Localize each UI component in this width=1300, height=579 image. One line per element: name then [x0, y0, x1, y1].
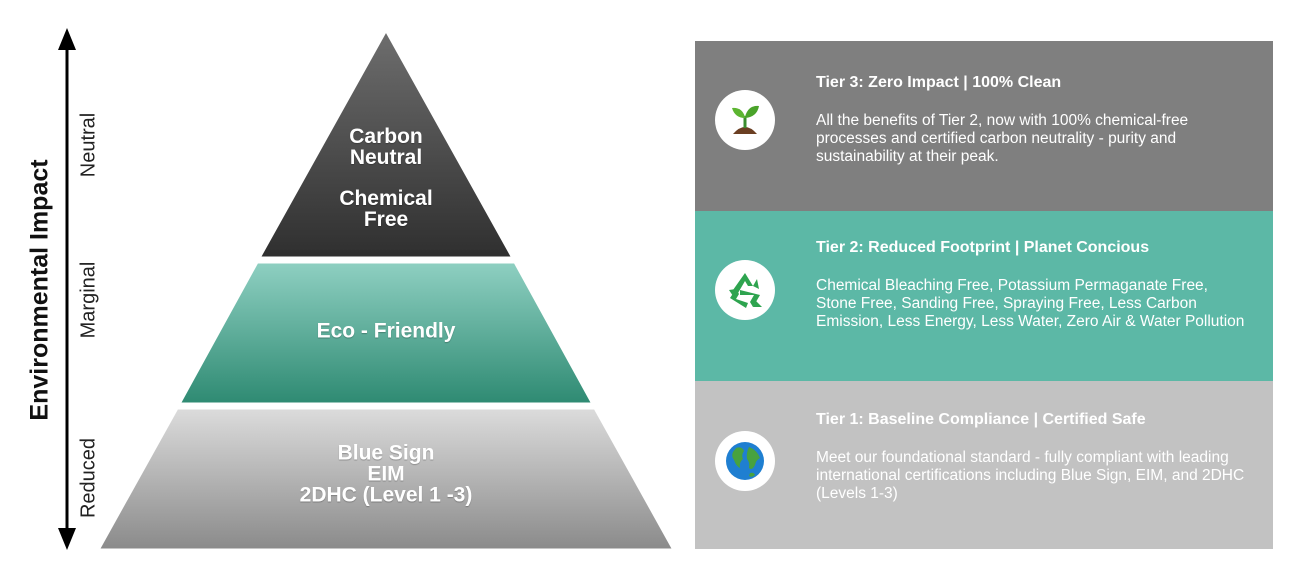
tier-1-title: Tier 1: Baseline Compliance | Certified …	[816, 411, 1146, 428]
tier-1-panel: Tier 1: Baseline Compliance | Certified …	[695, 381, 1273, 549]
pyramid-top-tier	[256, 26, 516, 260]
tier-2-title: Tier 2: Reduced Footprint | Planet Conci…	[816, 239, 1150, 256]
impact-axis-arrow	[58, 28, 76, 550]
pyramid-bottom-tier	[95, 406, 677, 552]
tier-3-title: Tier 3: Zero Impact | 100% Clean	[816, 74, 1062, 91]
pyramid-middle-tier	[176, 260, 596, 406]
pyramid-middle-label: Eco - Friendly	[316, 319, 456, 343]
sprout-icon	[715, 90, 775, 150]
tier-1-description: Meet our foundational standard - fully c…	[816, 449, 1245, 502]
pyramid-diagram	[95, 26, 677, 552]
tier-2-panel: Tier 2: Reduced Footprint | Planet Conci…	[695, 211, 1273, 381]
tier-3-panel: Tier 3: Zero Impact | 100% Clean All the…	[695, 41, 1273, 211]
pyramid-bottom-label: Blue Sign EIM 2DHC (Level 1 -3)	[299, 441, 473, 507]
tier-3-description: All the benefits of Tier 2, now with 100…	[816, 112, 1189, 165]
pyramid-top-label: Carbon Neutral Chemical Free	[339, 125, 433, 231]
recycle-icon	[715, 260, 775, 320]
tier-2-description: Chemical Bleaching Free, Potassium Perma…	[816, 277, 1245, 330]
globe-icon	[715, 431, 775, 491]
